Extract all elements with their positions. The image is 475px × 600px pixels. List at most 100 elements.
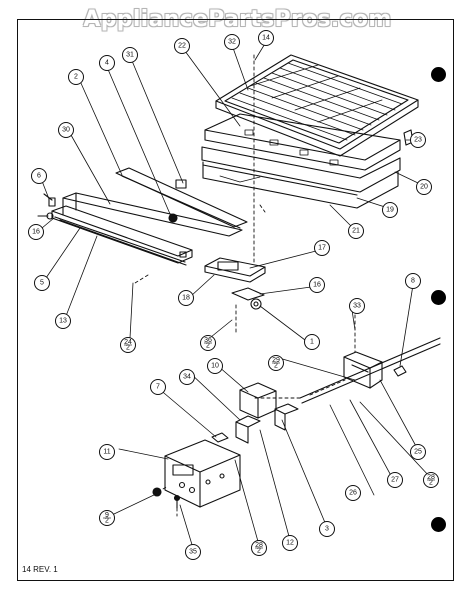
callout-c27: 27 <box>387 472 403 488</box>
callout-circle <box>405 273 421 289</box>
callout-circle <box>99 444 115 460</box>
screw-6-part <box>43 193 56 207</box>
callout-c2: 2 <box>68 69 84 85</box>
callout-number: 5 <box>40 280 44 287</box>
revision-note: 14 REV. 1 <box>22 565 58 574</box>
callout-circle <box>28 224 44 240</box>
diagram-frame <box>17 19 454 581</box>
callout-c22: 22 <box>174 38 190 54</box>
callout-number: 18 <box>182 295 190 302</box>
callout-quantity: 2 <box>105 517 109 524</box>
callout-circle <box>304 334 320 350</box>
binder-hole-top <box>431 67 446 82</box>
callout-number: 35 <box>189 549 197 556</box>
callout-c33: 33 <box>349 298 365 314</box>
callout-circle <box>410 132 426 148</box>
callout-c5: 5 <box>34 275 50 291</box>
callout-c9: 92 <box>99 510 115 526</box>
callout-number: 25 <box>414 449 422 456</box>
control-panel-part <box>164 439 241 508</box>
callout-c3: 3 <box>319 521 335 537</box>
callout-number: 23 <box>414 137 422 144</box>
callout-number: 4 <box>105 60 109 67</box>
crisper-cover-part <box>201 113 401 209</box>
callout-number: 28 <box>255 542 263 549</box>
callout-number: 11 <box>103 449 110 456</box>
callout-circle <box>150 379 166 395</box>
callout-circle <box>68 69 84 85</box>
callout-circle <box>122 47 138 63</box>
callout-circle <box>309 277 325 293</box>
callout-c30: 30 <box>58 122 74 138</box>
clip-7-part <box>211 432 229 443</box>
front-trim-panel-part <box>51 205 193 266</box>
callout-circle <box>319 521 335 537</box>
callout-circle <box>31 168 47 184</box>
callout-c8: 8 <box>405 273 421 289</box>
screw-16-part <box>37 212 54 220</box>
assembly-guide-lines <box>134 54 356 517</box>
binder-hole-middle <box>431 290 446 305</box>
callout-c25: 25 <box>410 444 426 460</box>
callout-number: 32 <box>228 39 236 46</box>
callout-circle <box>58 122 74 138</box>
callout-circle <box>387 472 403 488</box>
callout-circle <box>282 535 298 551</box>
callout-c29: 292 <box>268 355 284 371</box>
callout-c14: 14 <box>258 30 274 46</box>
callout-number: 34 <box>183 374 191 381</box>
callout-number: 24 <box>124 339 132 346</box>
callout-c10: 10 <box>207 358 223 374</box>
callout-c34: 34 <box>179 369 195 385</box>
callout-leaders <box>41 41 431 549</box>
callout-c7: 7 <box>150 379 166 395</box>
callout-c31: 31 <box>122 47 138 63</box>
callout-c4: 4 <box>99 55 115 71</box>
callout-c32: 32 <box>224 34 240 50</box>
callout-number: 10 <box>211 363 219 370</box>
callout-number: 31 <box>126 52 134 59</box>
mounting-rod-part <box>299 337 441 404</box>
callout-c28a: 282 <box>423 472 439 488</box>
callout-circle <box>349 298 365 314</box>
knob-mount-34-part <box>235 415 261 444</box>
callout-circle <box>207 358 223 374</box>
callout-number: 2 <box>74 74 78 81</box>
callout-number: 33 <box>353 303 361 310</box>
callout-c16a: 16 <box>28 224 44 240</box>
callout-number: 9 <box>105 512 109 519</box>
callout-number: 17 <box>318 245 326 252</box>
callout-c6: 6 <box>31 168 47 184</box>
callout-circle <box>34 275 50 291</box>
callout-number: 19 <box>386 207 394 214</box>
callout-number: 30 <box>62 127 70 134</box>
callout-circle <box>348 223 364 239</box>
knob-mount-10-part <box>239 382 277 419</box>
callout-circle <box>174 38 190 54</box>
callout-number: 21 <box>352 228 360 235</box>
callout-c11: 11 <box>99 444 115 460</box>
callout-number: 13 <box>59 318 67 325</box>
callout-quantity: 2 <box>126 344 130 351</box>
binder-hole-bottom <box>431 517 446 532</box>
callout-number: 22 <box>178 43 186 50</box>
callout-number: 14 <box>262 35 270 42</box>
callout-circle <box>314 240 330 256</box>
callout-circle <box>178 290 194 306</box>
callout-circle <box>99 55 115 71</box>
callout-c19: 19 <box>382 202 398 218</box>
screw-35-part <box>173 494 181 509</box>
callout-circle <box>55 313 71 329</box>
callout-number: 36 <box>204 337 212 344</box>
shelf-grille-part <box>215 54 419 157</box>
callout-number: 1 <box>310 339 314 346</box>
callout-c24: 242 <box>120 337 136 353</box>
callout-c1: 1 <box>304 334 320 350</box>
callout-quantity: 2 <box>257 547 261 554</box>
control-mount-rail-part <box>115 167 248 229</box>
callout-c17: 17 <box>314 240 330 256</box>
callout-c26: 26 <box>345 485 361 501</box>
callout-number: 7 <box>156 384 160 391</box>
